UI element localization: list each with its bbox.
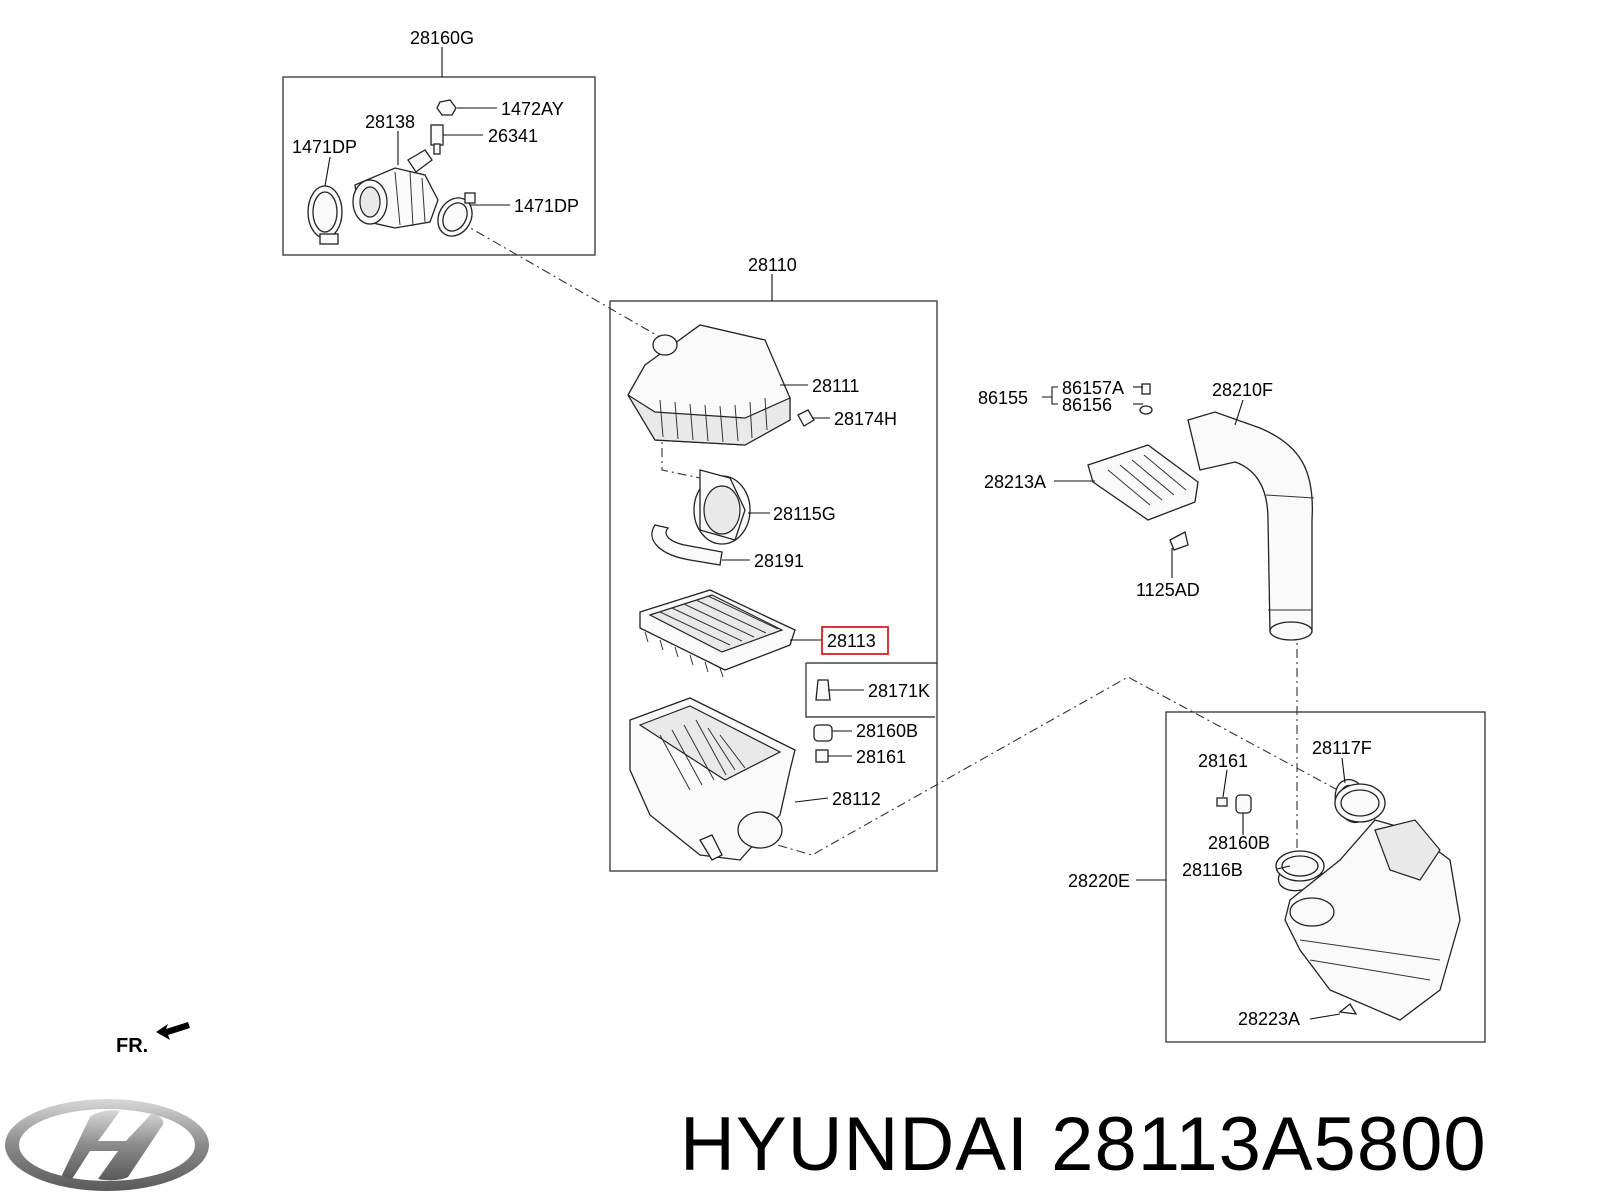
front-marker: FR. bbox=[116, 1018, 206, 1058]
front-arrow-icon: FR. bbox=[116, 1022, 190, 1057]
label-28210F: 28210F bbox=[1212, 380, 1273, 400]
clip-28174H bbox=[797, 409, 815, 427]
label-28160B-left: 28160B bbox=[856, 721, 918, 741]
label-26341: 26341 bbox=[488, 126, 538, 146]
intake-hose-28210F bbox=[1187, 411, 1315, 641]
bolt-1125AD bbox=[1169, 531, 1189, 551]
housing-28112 bbox=[629, 697, 796, 861]
label-28117F: 28117F bbox=[1312, 738, 1372, 758]
filter-element-28113 bbox=[639, 589, 796, 678]
label-28160B-right: 28160B bbox=[1208, 833, 1270, 853]
label-1472AY: 1472AY bbox=[501, 99, 564, 119]
group-box-28110 bbox=[609, 300, 938, 872]
label-28116B: 28116B bbox=[1182, 860, 1243, 880]
group-box-mount bbox=[805, 663, 935, 718]
highlight-box-28113[interactable] bbox=[821, 626, 889, 655]
label-28111: 28111 bbox=[812, 376, 859, 396]
label-1125AD: 1125AD bbox=[1136, 580, 1200, 600]
label-28113[interactable]: 28113 bbox=[827, 631, 876, 651]
label-86157A: 86157A bbox=[1062, 378, 1124, 398]
label-28191: 28191 bbox=[754, 551, 804, 571]
sensor-26341 bbox=[430, 124, 444, 155]
pipe-28115G bbox=[693, 469, 751, 545]
part-number: 28113A5800 bbox=[1051, 1102, 1487, 1187]
brand-logo bbox=[2, 1095, 212, 1195]
bolt-86157A bbox=[1139, 383, 1153, 415]
connector-housing-to-duct bbox=[759, 676, 1348, 856]
connector-throttle-to-cover bbox=[459, 221, 666, 341]
hose-28191 bbox=[651, 524, 723, 566]
label-28138: 28138 bbox=[365, 112, 415, 132]
part-title: HYUNDAI 28113A5800 bbox=[680, 1095, 1590, 1195]
label-86155: 86155 bbox=[978, 388, 1028, 408]
label-28161-right: 28161 bbox=[1198, 751, 1248, 771]
grommet-28160B-right bbox=[1216, 794, 1252, 814]
bracket-28213A bbox=[1087, 444, 1199, 521]
label-28115G: 28115G bbox=[773, 504, 836, 524]
label-28112: 28112 bbox=[832, 789, 881, 809]
label-28110: 28110 bbox=[748, 255, 797, 275]
mount-grommet-28160B bbox=[813, 679, 833, 763]
label-28220E: 28220E bbox=[1068, 871, 1130, 891]
seal-28117F bbox=[1334, 783, 1386, 823]
leader-lines bbox=[324, 47, 1346, 1020]
label-28160G: 28160G bbox=[410, 28, 474, 48]
clamp-1471DP-right bbox=[437, 192, 476, 237]
group-box-28220E bbox=[1165, 711, 1486, 1043]
label-28174H: 28174H bbox=[834, 409, 897, 429]
brand-name: HYUNDAI bbox=[680, 1102, 1030, 1187]
label-1471DP-left: 1471DP bbox=[292, 137, 357, 157]
seal-28116B bbox=[1275, 850, 1325, 882]
throttle-body-28138 bbox=[352, 149, 439, 229]
label-28171K: 28171K bbox=[868, 681, 930, 701]
label-28213A: 28213A bbox=[984, 472, 1046, 492]
label-86156: 86156 bbox=[1062, 395, 1112, 415]
front-marker-label: FR. bbox=[116, 1035, 148, 1057]
label-1471DP-right: 1471DP bbox=[514, 196, 579, 216]
cover-28111 bbox=[627, 324, 791, 446]
label-28161-left: 28161 bbox=[856, 747, 906, 767]
group-box-28160G bbox=[282, 76, 596, 256]
bolt-1472AY bbox=[436, 99, 457, 116]
label-28223A: 28223A bbox=[1238, 1009, 1300, 1029]
bolt-28223A bbox=[1338, 1003, 1358, 1015]
hyundai-logo-icon bbox=[5, 1099, 209, 1191]
clamp-1471DP-left bbox=[307, 185, 343, 245]
